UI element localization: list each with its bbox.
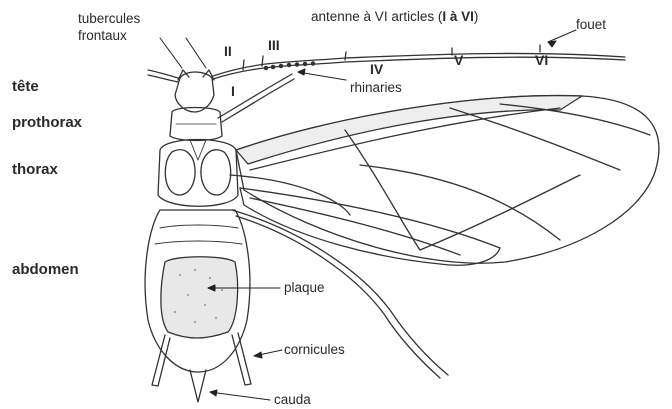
thorax-lobe-right (201, 150, 231, 195)
thorax (158, 140, 238, 207)
thorax-lobe-left (165, 150, 195, 195)
label-tubercules-line2: frontaux (78, 29, 127, 43)
label-abdomen: abdomen (12, 262, 79, 277)
label-rhinaries: rhinaries (350, 81, 402, 95)
label-prothorax: prothorax (12, 115, 82, 130)
label-antenna: antenne à VI articles (I à VI) (311, 10, 478, 24)
label-tubercules-line1: tubercules (78, 12, 140, 26)
antennae (148, 45, 625, 82)
head (175, 72, 214, 112)
label-cornicules: cornicules (284, 343, 345, 357)
cornicule-left (152, 335, 170, 386)
label-antenna-range: I à VI (442, 9, 474, 24)
cauda (190, 370, 206, 402)
label-tete: tête (12, 79, 39, 94)
label-antenna-suffix: ) (474, 9, 479, 24)
antenna-segment-1: I (231, 84, 235, 98)
cornicule-right (232, 333, 251, 385)
forewing-stigma (236, 96, 582, 164)
antenna-segment-4: IV (370, 62, 383, 76)
label-fouet: fouet (576, 18, 606, 32)
antenna-segment-2: II (224, 44, 232, 58)
forewing-veins (250, 104, 650, 250)
label-antenna-prefix: antenne à VI articles ( (311, 9, 442, 24)
dorsal-plate (161, 257, 238, 338)
antenna-segment-3: III (268, 38, 280, 52)
label-plaque: plaque (284, 281, 325, 295)
antenna-segment-6: VI (535, 53, 548, 67)
label-thorax: thorax (12, 162, 58, 177)
label-cauda: cauda (274, 393, 311, 407)
antenna-segment-5: V (454, 53, 463, 67)
